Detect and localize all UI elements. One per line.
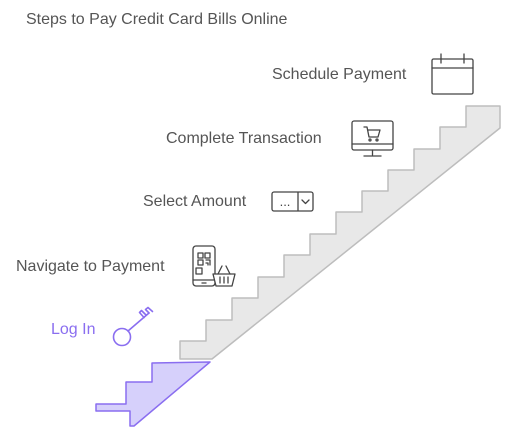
key-icon bbox=[112, 306, 154, 347]
step-label-select-amount: Select Amount bbox=[143, 193, 247, 210]
step-label-schedule-payment: Schedule Payment bbox=[272, 66, 407, 83]
dropdown-select-icon: ... bbox=[271, 191, 314, 212]
dropdown-dots: ... bbox=[280, 194, 291, 209]
monitor-cart-icon bbox=[351, 120, 394, 157]
diagram-title: Steps to Pay Credit Card Bills Online bbox=[26, 11, 288, 28]
staircase-upper bbox=[179, 105, 501, 360]
step-label-log-in: Log In bbox=[51, 321, 96, 338]
mobile-shopping-icon bbox=[192, 245, 236, 287]
calendar-icon bbox=[431, 53, 474, 95]
step-label-complete-transaction: Complete Transaction bbox=[166, 130, 322, 147]
step-label-navigate-to-payment: Navigate to Payment bbox=[16, 258, 165, 275]
staircase-active-segment bbox=[95, 361, 211, 427]
